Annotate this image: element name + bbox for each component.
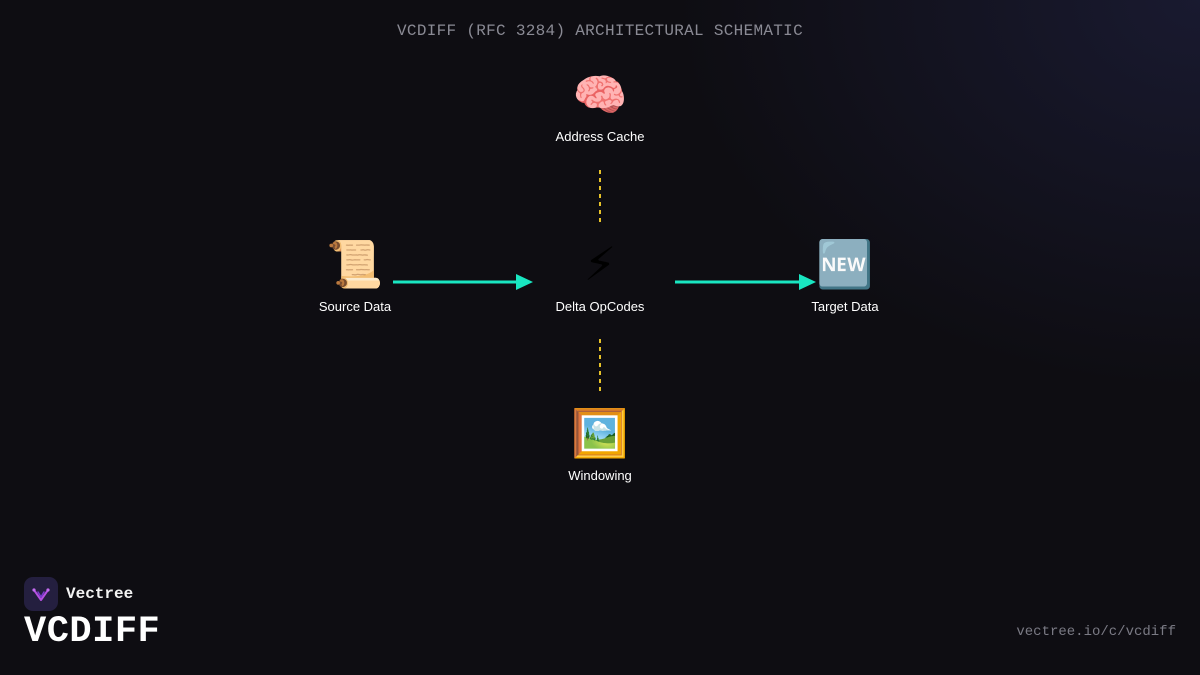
product-name: VCDIFF	[24, 611, 161, 653]
diagram-title: VCDIFF (RFC 3284) ARCHITECTURAL SCHEMATI…	[397, 22, 803, 40]
node-target-data: 🆕 Target Data	[811, 238, 879, 314]
lightning-icon: ⚡	[584, 238, 616, 290]
framed-picture-icon: 🖼️	[571, 407, 628, 460]
brand: Vectree	[24, 577, 133, 611]
node-label-target-data: Target Data	[811, 299, 879, 314]
brain-icon: 🧠	[573, 71, 628, 120]
arrowhead-delta-to-target	[799, 274, 816, 290]
edges	[393, 170, 816, 395]
node-label-source-data: Source Data	[319, 299, 392, 314]
node-delta-opcodes: ⚡ Delta OpCodes	[556, 238, 645, 314]
node-address-cache: 🧠 Address Cache	[556, 71, 645, 144]
node-label-windowing: Windowing	[568, 468, 632, 483]
new-badge-icon: 🆕	[816, 238, 873, 291]
node-label-address-cache: Address Cache	[556, 129, 645, 144]
vectree-logo-icon	[24, 577, 58, 611]
arrowhead-source-to-delta	[516, 274, 533, 290]
node-windowing: 🖼️ Windowing	[568, 407, 632, 483]
node-source-data: 📜 Source Data	[319, 238, 392, 314]
page-url: vectree.io/c/vcdiff	[1016, 624, 1176, 640]
scroll-icon: 📜	[326, 238, 383, 290]
vectree-logo-mark	[32, 588, 50, 601]
node-label-delta-opcodes: Delta OpCodes	[556, 299, 645, 314]
brand-name: Vectree	[66, 585, 134, 603]
